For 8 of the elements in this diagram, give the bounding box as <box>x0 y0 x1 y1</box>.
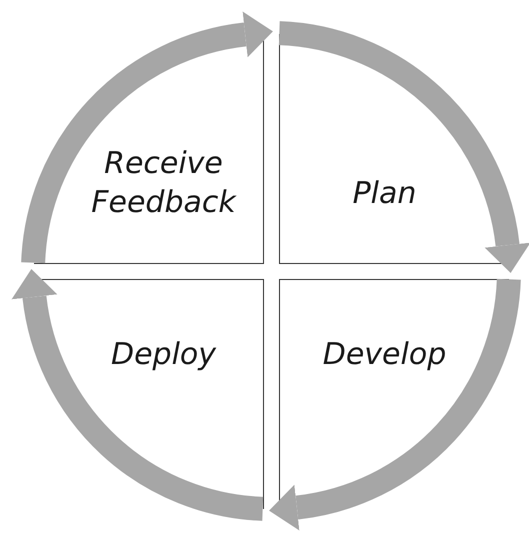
stage-label: Receive Feedback <box>90 144 238 222</box>
cycle-arrow <box>21 12 273 264</box>
stage-label: Deploy <box>110 336 218 374</box>
cycle-arrow <box>269 278 521 530</box>
cycle-arrow <box>12 269 264 521</box>
stage-label: Develop <box>322 336 448 374</box>
stage-label: Plan <box>352 174 418 212</box>
cycle-arrow <box>278 21 529 273</box>
